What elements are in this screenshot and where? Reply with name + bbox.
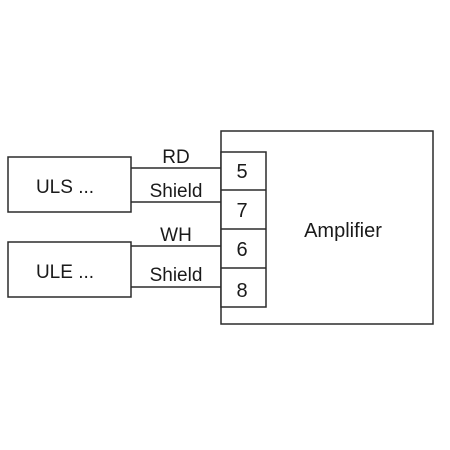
wire-rd-label: RD: [162, 147, 189, 168]
wire-shield-bottom-label: Shield: [150, 265, 203, 286]
sensor-uls-box: [7, 156, 132, 213]
sensor-ule-box: [7, 241, 132, 298]
amplifier-label: Amplifier: [304, 220, 382, 242]
terminal-8-label: 8: [236, 280, 247, 302]
wire-wh-label: WH: [160, 225, 192, 246]
sensor-ule-label: ULE ...: [36, 262, 94, 283]
terminal-5-label: 5: [236, 161, 247, 183]
sensor-uls-label: ULS ...: [36, 177, 94, 198]
terminal-7-label: 7: [236, 200, 247, 222]
terminal-6-label: 6: [236, 239, 247, 261]
wire-shield-top-label: Shield: [150, 181, 203, 202]
